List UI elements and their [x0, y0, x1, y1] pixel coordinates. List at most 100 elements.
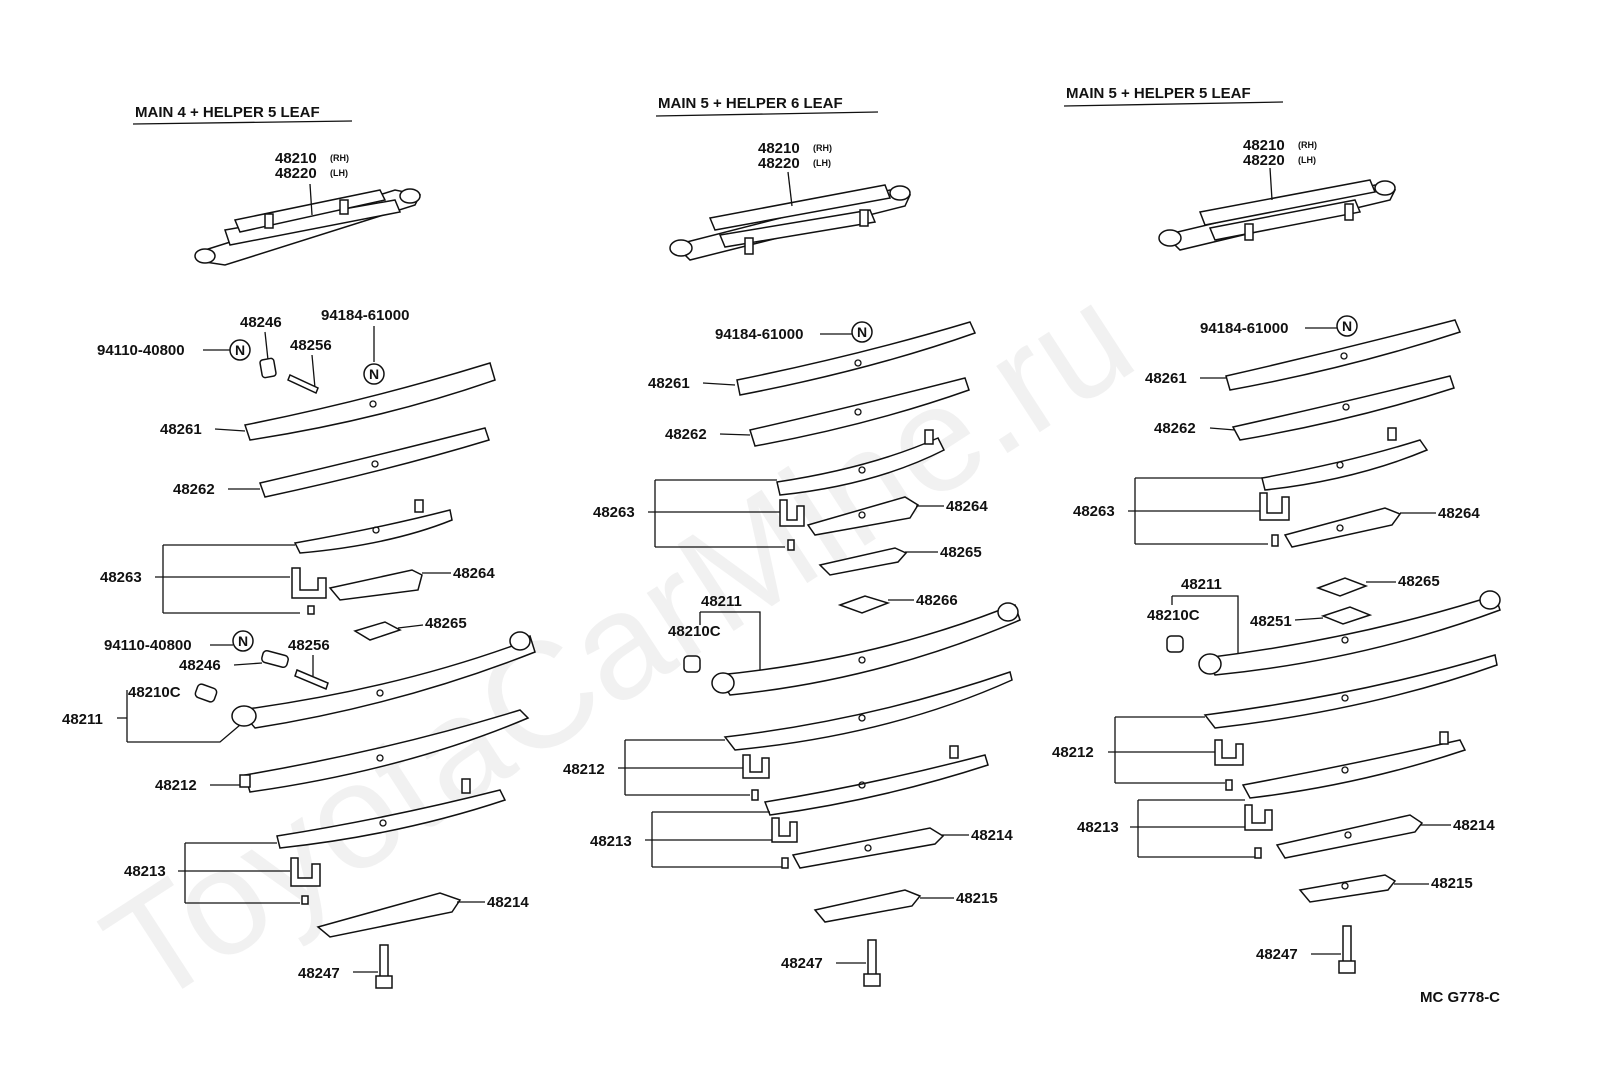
helper-48265 — [818, 547, 908, 576]
label-48210C: 48210C — [668, 623, 721, 640]
spacer-48265 — [353, 621, 402, 641]
label-48265: 48265 — [940, 544, 982, 561]
label-48264: 48264 — [453, 565, 495, 582]
leaf-48262 — [749, 377, 970, 447]
title-underline — [1063, 101, 1284, 107]
n-circle — [229, 339, 251, 361]
center-bolt — [1342, 925, 1352, 963]
spring-assembly-drawing — [669, 171, 912, 261]
n-symbol: N — [1342, 318, 1352, 334]
section-title: MAIN 4 + HELPER 5 LEAF — [135, 104, 320, 121]
assembly-lh-number: 48220 — [1243, 152, 1285, 169]
label-48214: 48214 — [971, 827, 1013, 844]
title-underline — [655, 111, 879, 117]
label-48215: 48215 — [1431, 875, 1473, 892]
leaf-48261 — [244, 362, 496, 441]
label-48212: 48212 — [1052, 744, 1094, 761]
leaf-48261 — [736, 321, 977, 396]
helper-48214 — [316, 892, 462, 938]
n-symbol: N — [369, 366, 379, 382]
main-leaf-48211 — [238, 634, 536, 729]
center-bolt — [379, 944, 389, 978]
label-48261: 48261 — [160, 421, 202, 438]
label-48262: 48262 — [665, 426, 707, 443]
label-48213: 48213 — [590, 833, 632, 850]
label-48213: 48213 — [1077, 819, 1119, 836]
label-48263: 48263 — [1073, 503, 1115, 520]
clip-48213 — [290, 857, 321, 887]
clip-48212 — [1214, 739, 1244, 766]
helper-48214 — [1275, 814, 1424, 859]
label-48247: 48247 — [1256, 946, 1298, 963]
label-48264: 48264 — [946, 498, 988, 515]
label-48212: 48212 — [155, 777, 197, 794]
label-48211: 48211 — [701, 593, 742, 610]
spacer-48251 — [1320, 606, 1373, 625]
label-94184-61000: 94184-61000 — [321, 307, 409, 324]
label-48263: 48263 — [593, 504, 635, 521]
label-48247: 48247 — [781, 955, 823, 972]
n-symbol: N — [238, 633, 248, 649]
label-48262: 48262 — [173, 481, 215, 498]
spring-assembly-drawing — [194, 183, 422, 266]
leaf-clip-mid — [1241, 739, 1467, 799]
helper-48264 — [806, 496, 920, 536]
clip-48263 — [291, 567, 327, 599]
label-48210C: 48210C — [128, 684, 181, 701]
leaf-main-b — [1203, 654, 1498, 729]
label-94110-40800-mid: 94110-40800 — [104, 637, 192, 654]
title-underline — [132, 120, 353, 125]
label-48215: 48215 — [956, 890, 998, 907]
helper-48264 — [328, 569, 423, 601]
label-48213: 48213 — [124, 863, 166, 880]
clip-48263 — [1259, 492, 1290, 521]
label-48247: 48247 — [298, 965, 340, 982]
section-main5-helper5: MAIN 5 + HELPER 5 LEAF 48210 (RH) 48220 … — [1052, 85, 1501, 974]
label-48212: 48212 — [563, 761, 605, 778]
clip-48213 — [1244, 804, 1273, 831]
leaf-48212 — [244, 709, 530, 793]
label-48251: 48251 — [1250, 613, 1292, 630]
section-title: MAIN 5 + HELPER 5 LEAF — [1066, 85, 1251, 102]
leaf-48262 — [259, 427, 490, 498]
assembly-lh-suffix: (LH) — [813, 158, 831, 168]
assembly-rh-suffix: (RH) — [813, 143, 832, 153]
label-94110-40800: 94110-40800 — [97, 342, 185, 359]
leaf-48261 — [1225, 319, 1462, 391]
leaf-clip-top — [776, 437, 946, 496]
label-48211: 48211 — [1181, 576, 1222, 593]
label-48264: 48264 — [1438, 505, 1480, 522]
label-48265: 48265 — [1398, 573, 1440, 590]
assembly-rh-suffix: (RH) — [1298, 140, 1317, 150]
label-94184-61000: 94184-61000 — [1200, 320, 1288, 337]
assembly-rh-number: 48210 — [275, 150, 317, 167]
center-bolt — [867, 939, 877, 976]
spacer-48265 — [1315, 577, 1369, 597]
label-48210C: 48210C — [1147, 607, 1200, 624]
leaf-main-b — [723, 671, 1013, 751]
leaf-clip-top — [1261, 439, 1429, 491]
assembly-lh-suffix: (LH) — [330, 168, 348, 178]
assembly-lh-number: 48220 — [275, 165, 317, 182]
label-48256: 48256 — [290, 337, 332, 354]
label-48256-mid: 48256 — [288, 637, 330, 654]
n-symbol: N — [857, 324, 867, 340]
figure-code: MC G778-C — [1420, 989, 1500, 1006]
section-main4-helper5: MAIN 4 + HELPER 5 LEAF 48210 (RH) 48220 … — [62, 104, 536, 989]
clip-48263 — [779, 499, 805, 527]
assembly-rh-number: 48210 — [758, 140, 800, 157]
spring-assembly-drawing — [1158, 167, 1397, 251]
label-48211: 48211 — [62, 711, 103, 728]
section-main5-helper6: MAIN 5 + HELPER 6 LEAF 48210 (RH) 48220 … — [563, 95, 1021, 987]
label-48266: 48266 — [916, 592, 958, 609]
label-48263: 48263 — [100, 569, 142, 586]
main-leaf-48211 — [1203, 594, 1501, 676]
assembly-lh-suffix: (LH) — [1298, 155, 1316, 165]
label-48261: 48261 — [648, 375, 690, 392]
section-title: MAIN 5 + HELPER 6 LEAF — [658, 95, 843, 112]
helper-48214 — [791, 827, 945, 869]
label-48262: 48262 — [1154, 420, 1196, 437]
helper-48215 — [813, 889, 922, 923]
